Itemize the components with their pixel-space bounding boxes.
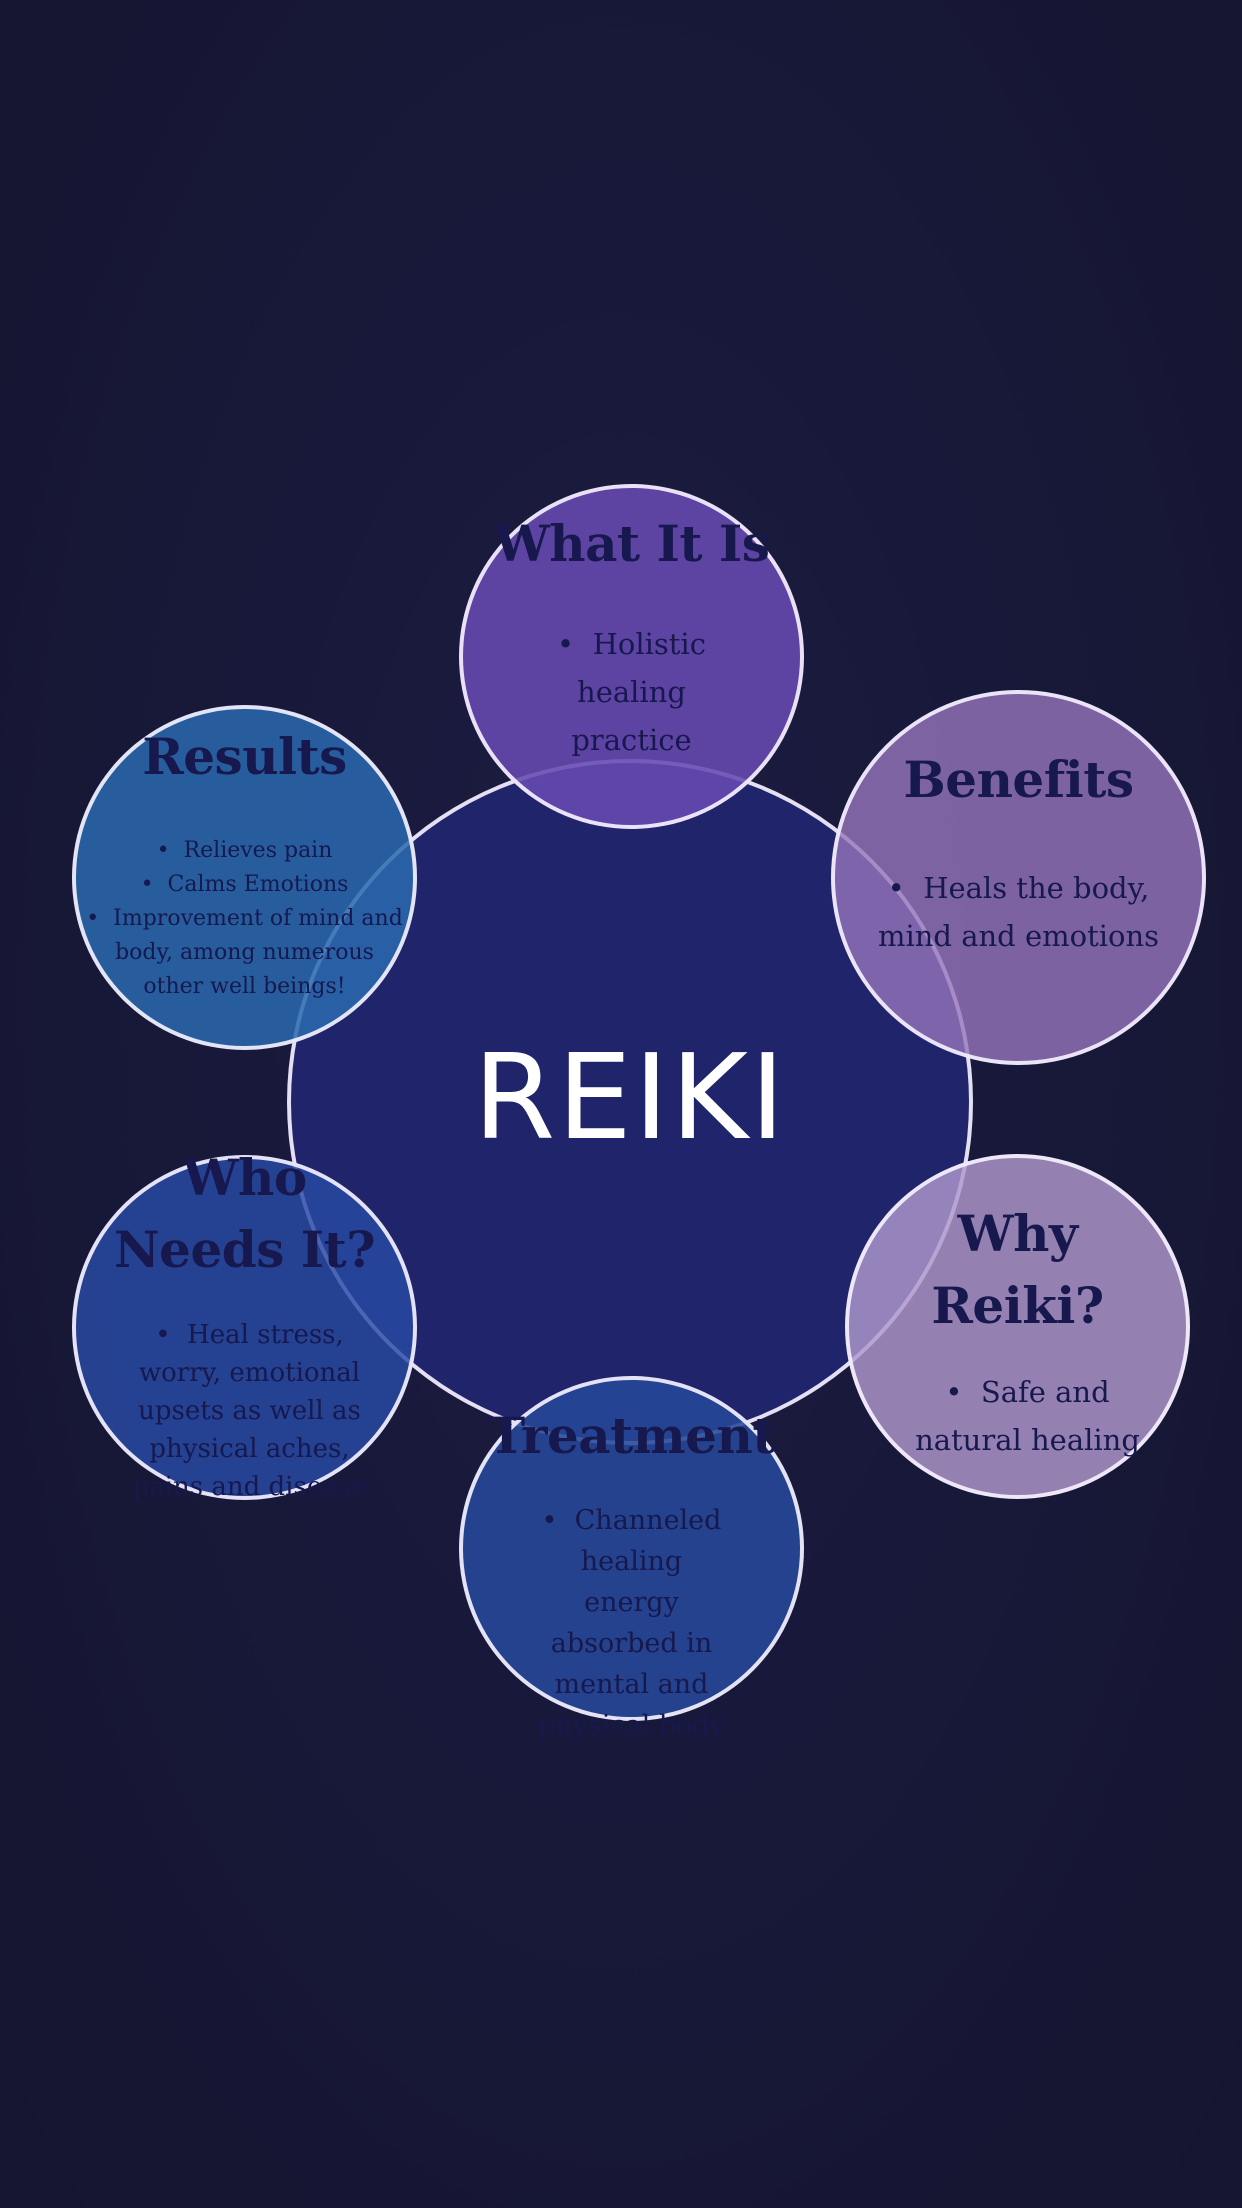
treatment-circle: Treatment Channeled healing energy absor… bbox=[459, 1376, 804, 1741]
who-needs-it-circle: Who Needs It? Heal stress, worry, emotio… bbox=[72, 1148, 417, 1502]
why-reiki-bullets: Safe and natural healing bbox=[889, 1368, 1166, 1464]
bullet-item: Calms Emotions bbox=[84, 868, 405, 902]
why-reiki-circle: Why Reiki? Safe and natural healing bbox=[845, 1154, 1190, 1499]
what-it-is-bullets: Holistic healing practice bbox=[551, 620, 712, 764]
bullet-item: Channeled healing energy absorbed in men… bbox=[533, 1500, 730, 1746]
treatment-bullets: Channeled healing energy absorbed in men… bbox=[533, 1500, 730, 1746]
why-reiki-title: Why Reiki? bbox=[839, 1198, 1196, 1342]
who-needs-it-bullets: Heal stress, worry, emotional upsets as … bbox=[121, 1316, 378, 1506]
who-needs-it-title-line2: Needs It? bbox=[113, 1220, 376, 1279]
why-reiki-title-line2: Reiki? bbox=[931, 1276, 1104, 1335]
benefits-circle: Benefits Heals the body, mind and emotio… bbox=[831, 690, 1206, 1065]
treatment-title: Treatment bbox=[488, 1406, 775, 1465]
bullet-item: Safe and natural healing bbox=[889, 1368, 1166, 1464]
why-reiki-title-line1: Why bbox=[957, 1204, 1078, 1263]
bullet-item: Improvement of mind and body, among nume… bbox=[84, 902, 405, 1004]
who-needs-it-title: Who Needs It? bbox=[66, 1142, 423, 1286]
who-needs-it-title-line1: Who bbox=[182, 1148, 307, 1207]
bullet-item: Holistic healing practice bbox=[551, 620, 712, 764]
benefits-bullets: Heals the body, mind and emotions bbox=[875, 864, 1162, 960]
bullet-item: Heal stress, worry, emotional upsets as … bbox=[121, 1316, 378, 1506]
what-it-is-title: What It Is bbox=[493, 514, 770, 573]
benefits-title: Benefits bbox=[903, 750, 1134, 809]
bullet-item: Relieves pain bbox=[84, 834, 405, 868]
results-title: Results bbox=[142, 727, 347, 786]
center-label: REIKI bbox=[473, 1028, 787, 1166]
what-it-is-circle: What It Is Holistic healing practice bbox=[459, 484, 804, 829]
bullet-item: Heals the body, mind and emotions bbox=[875, 864, 1162, 960]
results-circle: Results Relieves pain Calms Emotions Imp… bbox=[72, 705, 417, 1050]
results-bullets: Relieves pain Calms Emotions Improvement… bbox=[84, 834, 405, 1004]
